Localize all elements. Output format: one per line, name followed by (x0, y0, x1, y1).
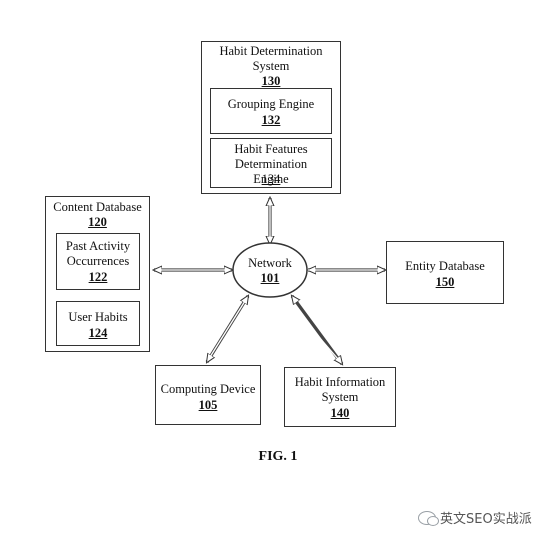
user-habits-title: User Habits (68, 310, 128, 324)
computing-device-title: Computing Device (160, 382, 256, 396)
habit-information-system-box: Habit Information System 140 (284, 367, 396, 427)
watermark: 英文SEO实战派 (418, 508, 532, 527)
habit-features-engine-ref: 134 (261, 172, 281, 186)
habit-information-system-ref: 140 (330, 406, 350, 420)
habit-features-engine-box: Habit Features Determination Engine 134 (210, 138, 332, 188)
wechat-icon (418, 510, 439, 526)
arrow-network-habit-info-system (292, 296, 342, 364)
network-node (232, 242, 308, 298)
network-ref: 101 (260, 271, 280, 285)
network-title: Network (248, 256, 292, 270)
content-database-box: Content Database 120 Past Activity Occur… (45, 196, 150, 352)
computing-device-box: Computing Device 105 (155, 365, 261, 425)
entity-database-box: Entity Database 150 (386, 241, 504, 304)
habit-determination-system-title: Habit Determination System (219, 44, 323, 73)
habit-determination-system-ref: 130 (261, 74, 281, 88)
watermark-text: 英文SEO实战派 (440, 512, 532, 527)
user-habits-box: User Habits 124 (56, 301, 140, 346)
grouping-engine-ref: 132 (261, 113, 281, 127)
entity-database-title: Entity Database (405, 259, 485, 273)
past-activity-box: Past Activity Occurrences 122 (56, 233, 140, 290)
habit-features-engine-title: Habit Features Determination Engine (234, 142, 308, 186)
content-database-title: Content Database (53, 200, 142, 214)
network-label: Network 101 (233, 256, 307, 286)
habit-information-system-title: Habit Information System (294, 375, 386, 404)
past-activity-ref: 122 (88, 270, 108, 284)
computing-device-ref: 105 (198, 398, 218, 412)
past-activity-title: Past Activity Occurrences (65, 239, 131, 268)
entity-database-ref: 150 (435, 275, 455, 289)
grouping-engine-title: Grouping Engine (227, 97, 315, 111)
figure-caption: FIG. 1 (258, 449, 298, 464)
user-habits-ref: 124 (88, 326, 108, 340)
content-database-ref: 120 (88, 215, 107, 229)
grouping-engine-box: Grouping Engine 132 (210, 88, 332, 134)
habit-determination-system-box: Habit Determination System 130 Grouping … (201, 41, 341, 194)
